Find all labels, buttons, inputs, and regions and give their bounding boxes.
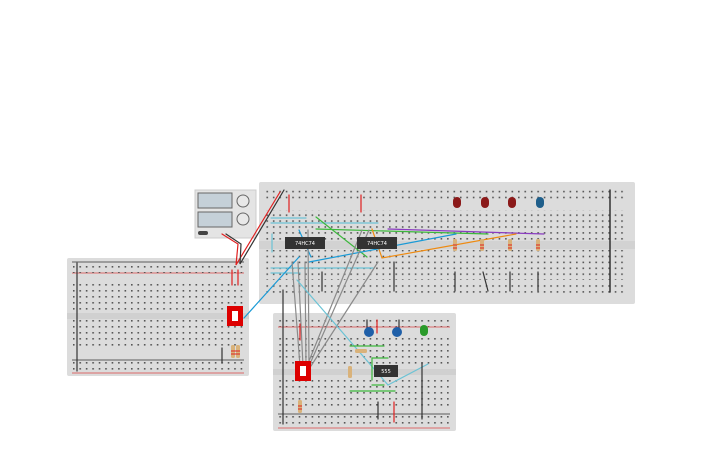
capacitor[interactable] [392,327,402,337]
wire-gray[interactable] [304,261,307,367]
wire-gray[interactable] [291,261,301,367]
led-red[interactable] [453,197,461,208]
wire-gray[interactable] [306,229,363,367]
resistor[interactable] [355,349,367,353]
led-blue[interactable] [536,197,544,208]
breadboard-main[interactable] [259,182,635,304]
wire-black-supply[interactable] [225,189,285,265]
wire-green[interactable] [315,216,368,258]
led-red[interactable] [508,197,516,208]
wire-gray[interactable] [310,261,379,367]
chip-74hc74-1[interactable]: 74HC74 [285,237,325,249]
wire-blue[interactable] [243,256,300,319]
chip-label: 555 [381,369,391,375]
breadboard-left[interactable] [67,258,249,376]
wire-gray[interactable] [307,229,310,367]
chip-555[interactable]: 555 [374,365,398,377]
leds[interactable] [420,197,544,336]
chip-label: 74HC74 [295,241,315,247]
voltage-knob[interactable] [236,194,250,208]
current-knob[interactable] [236,212,250,226]
led-red[interactable] [481,197,489,208]
resistor[interactable] [348,366,352,378]
wire-red-supply[interactable] [221,191,281,266]
slide-switch-left[interactable] [227,306,243,326]
led-green[interactable] [420,325,428,336]
chip-74hc74-2[interactable]: 74HC74 [357,237,397,249]
wire-cyan[interactable] [296,279,389,386]
voltage-display [197,192,233,209]
wire-cyan[interactable] [387,363,429,386]
power-supply[interactable] [194,189,257,239]
resistor-bands [231,244,540,410]
power-toggle[interactable] [198,231,208,235]
capacitor[interactable] [364,327,374,337]
chip-label: 74HC74 [367,241,387,247]
wire-gray[interactable] [308,229,370,367]
wire-black[interactable] [482,271,489,292]
slide-switch-bottom[interactable] [295,361,311,381]
wire-green[interactable] [315,228,489,235]
current-display [197,211,233,228]
wire-gray[interactable] [297,261,304,367]
wires[interactable] [76,189,611,425]
wire-purple[interactable] [387,228,545,235]
